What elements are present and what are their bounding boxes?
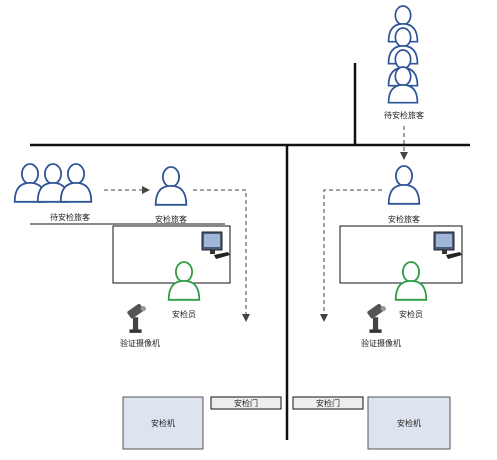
passenger-under-check-icon bbox=[154, 166, 188, 206]
right-security-gate-label: 安检门 bbox=[316, 398, 340, 408]
passenger-under-check-icon bbox=[387, 165, 421, 205]
left-passenger-under-check-label: 安检旅客 bbox=[155, 214, 187, 224]
right-waiting-passengers-label: 待安检旅客 bbox=[384, 110, 424, 120]
left-security-gate bbox=[210, 396, 282, 410]
right-passenger-under-check-label: 安检旅客 bbox=[388, 214, 420, 224]
flow-arrow-check-to-gate-right bbox=[320, 189, 382, 322]
left-inspector-label: 安检员 bbox=[172, 309, 196, 319]
right-camera-label: 验证摄像机 bbox=[361, 338, 401, 348]
left-security-machine-label: 安检机 bbox=[151, 418, 175, 428]
security-camera-icon bbox=[366, 303, 386, 333]
right-security-machine-label: 安检机 bbox=[397, 418, 421, 428]
left-security-machine bbox=[122, 396, 204, 450]
right-security-gate bbox=[292, 396, 364, 410]
left-security-gate-label: 安检门 bbox=[234, 398, 258, 408]
left-waiting-passengers-label: 待安检旅客 bbox=[50, 212, 90, 222]
left-camera-label: 验证摄像机 bbox=[120, 338, 160, 348]
right-inspector-label: 安检员 bbox=[399, 309, 423, 319]
waiting-passenger-icon bbox=[59, 163, 93, 203]
flow-arrow-check-to-gate-left bbox=[193, 189, 250, 322]
right-security-machine bbox=[367, 396, 451, 450]
security-camera-icon bbox=[126, 303, 146, 333]
